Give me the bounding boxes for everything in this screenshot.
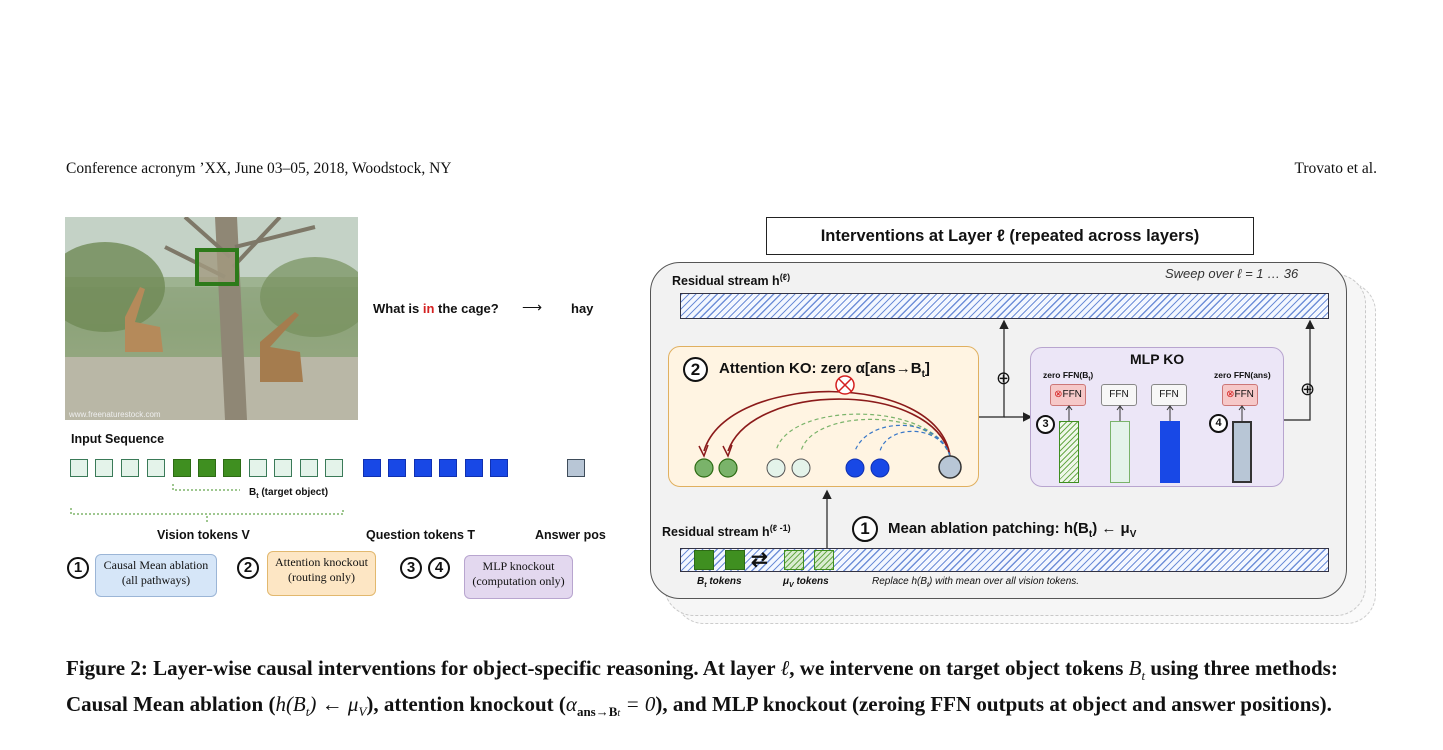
sweep-label: Sweep over ℓ = 1 … 36 (1165, 266, 1299, 281)
ffn-block-ans-zeroed: ⊗FFN (1222, 384, 1258, 406)
bt-token (725, 550, 745, 570)
legend-num-2: 2 (237, 557, 259, 579)
legend-causal-mean: Causal Mean ablation(all pathways) (95, 554, 217, 597)
vision-tokens-label: Vision tokens V (157, 528, 250, 542)
question-text: What is in the cage? (373, 301, 499, 316)
target-object-token (198, 459, 216, 477)
question-token (490, 459, 508, 477)
legend-num-4: 4 (428, 557, 450, 579)
answer-position-token (567, 459, 585, 477)
attention-ko-num: 2 (683, 357, 708, 382)
residual-add-2: ⊕ (1300, 379, 1316, 399)
figure-caption: Figure 2: Layer-wise causal intervention… (66, 656, 1338, 720)
vision-token (325, 459, 343, 477)
photo-watermark: www.freenaturestock.com (68, 410, 161, 419)
ffn-block: FFN (1151, 384, 1187, 406)
question-token (363, 459, 381, 477)
running-header-right: Trovato et al. (1294, 160, 1377, 177)
residual-stream-top (680, 293, 1329, 319)
bar-answer (1232, 421, 1252, 483)
mlp-up-arrows (1065, 405, 1246, 421)
running-header-left: Conference acronym ’XX, June 03–05, 2018… (66, 160, 452, 177)
residual-add-1: ⊕ (996, 368, 1012, 388)
attention-ko-title: Attention KO: zero α[ans→Bt] (719, 360, 930, 380)
target-object-token (173, 459, 191, 477)
diagram-title: Interventions at Layer ℓ (repeated acros… (766, 217, 1254, 255)
target-object-token (223, 459, 241, 477)
swap-icon: ⇄ (751, 549, 768, 571)
mlp-num-4: 4 (1209, 414, 1228, 433)
question-token (465, 459, 483, 477)
question-token (439, 459, 457, 477)
replace-note: Replace h(Bt) with mean over all vision … (872, 576, 1080, 589)
question-tokens-label: Question tokens T (366, 528, 476, 542)
bar-bt-hatched (1059, 421, 1079, 483)
ffn-block: FFN (1101, 384, 1137, 406)
residual-stream-bottom (680, 548, 1329, 572)
vision-token (249, 459, 267, 477)
residual-stream-bottom-label: Residual stream h(ℓ -1) (662, 523, 791, 540)
giraffe-photo: www.freenaturestock.com (65, 217, 358, 420)
question-token (414, 459, 432, 477)
vision-token (95, 459, 113, 477)
bar-vision (1110, 421, 1130, 483)
question-arrow: ⟶ (522, 299, 543, 315)
vision-token (274, 459, 292, 477)
zero-ffn-ans-label: zero FFN(ans) (1214, 370, 1271, 380)
vision-token (121, 459, 139, 477)
legend-attention-knockout: Attention knockout(routing only) (267, 551, 376, 596)
giraffe-scene-illustration: www.freenaturestock.com (65, 217, 358, 420)
mu-token (814, 550, 834, 570)
bt-token (694, 550, 714, 570)
attention-arrows (694, 375, 962, 479)
vision-token (70, 459, 88, 477)
mean-ablation-title: Mean ablation patching: h(Bt) ← μV (888, 520, 1137, 540)
mlp-num-3: 3 (1036, 415, 1055, 434)
answer-pos-label: Answer pos (535, 528, 606, 542)
bt-tokens-label: Bt tokens (697, 576, 742, 589)
mean-ablation-num: 1 (852, 516, 878, 542)
diagram-connectors (822, 319, 1315, 548)
input-sequence-label: Input Sequence (71, 432, 165, 446)
answer-text: hay (571, 301, 594, 316)
mu-token (784, 550, 804, 570)
target-object-box (195, 248, 239, 286)
bracket-lines (70, 484, 344, 522)
target-object-label: Bt (target object) (249, 487, 329, 500)
vision-token (147, 459, 165, 477)
question-token (388, 459, 406, 477)
zero-ffn-bt-label: zero FFN(Bt) (1043, 370, 1094, 383)
ffn-block-bt-zeroed: ⊗FFN (1050, 384, 1086, 406)
legend-mlp-knockout: MLP knockout(computation only) (464, 555, 573, 599)
mu-tokens-label: μV tokens (783, 576, 829, 589)
legend-num-1: 1 (67, 557, 89, 579)
residual-stream-top-label: Residual stream h(ℓ) (672, 272, 791, 289)
legend-num-3: 3 (400, 557, 422, 579)
vision-token (300, 459, 318, 477)
mlp-ko-title: MLP KO (1130, 351, 1185, 367)
bar-question (1160, 421, 1180, 483)
